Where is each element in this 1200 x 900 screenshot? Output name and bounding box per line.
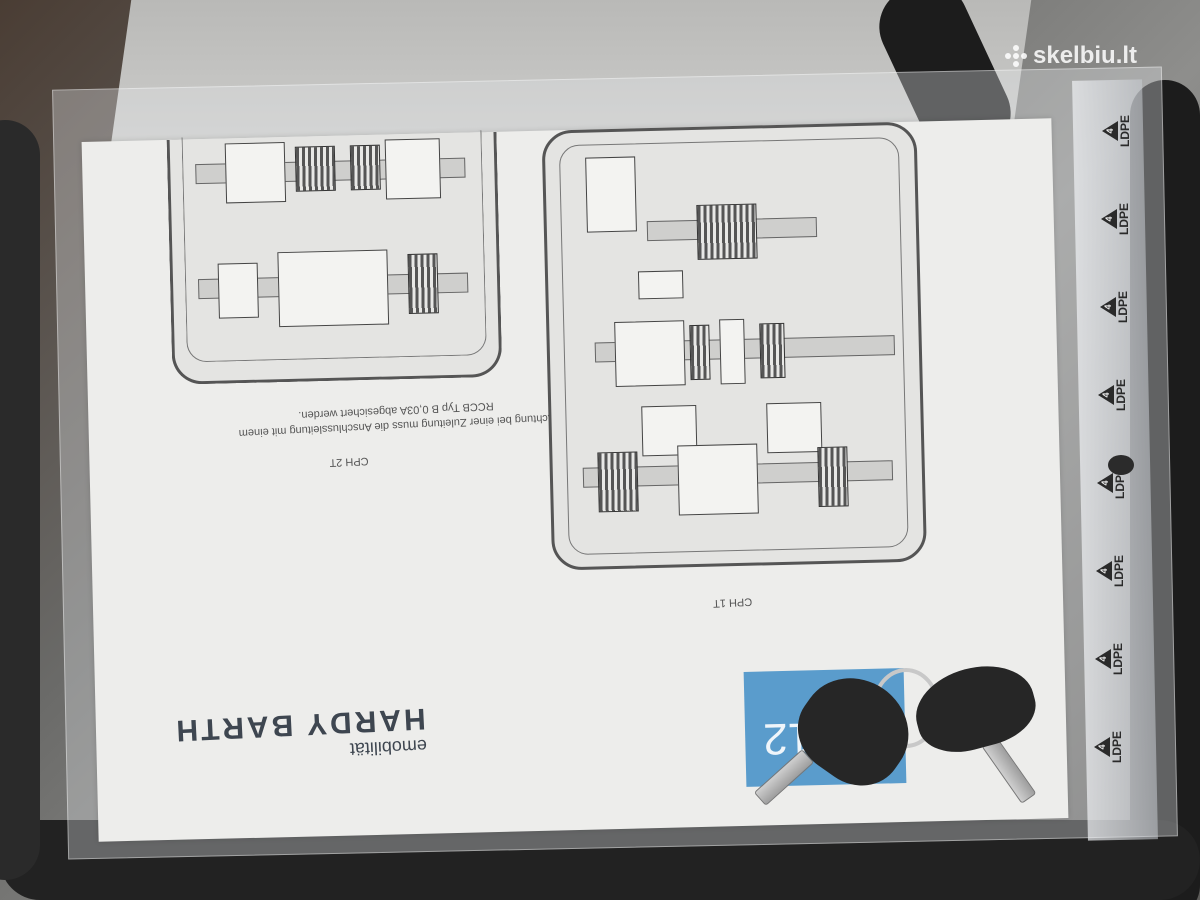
- diagram-caption-right: CPH 1T: [712, 595, 753, 610]
- terminal-strip: [759, 322, 786, 379]
- recycle-triangle-icon: 4: [1100, 209, 1117, 229]
- watermark-logo-icon: [1005, 45, 1027, 67]
- terminal-strip: [597, 451, 639, 513]
- component-box: [637, 270, 684, 300]
- recycle-label: LDPE: [1109, 731, 1124, 764]
- terminal-strip: [407, 253, 439, 315]
- recycle-triangle-icon: 4: [1102, 121, 1118, 141]
- contactor-block: [614, 320, 686, 387]
- terminal-strip: [349, 144, 381, 191]
- wiring-diagram-left: [166, 130, 503, 385]
- recycle-label: LDPE: [1118, 115, 1132, 148]
- brand-logo: emobilität HARDY BARTH: [173, 696, 428, 768]
- recycle-code: 4: [1103, 216, 1114, 222]
- contactor-block: [677, 443, 759, 516]
- terminal-strip: [689, 324, 711, 381]
- recycle-triangle-icon: 4: [1093, 737, 1110, 757]
- duct-box: [766, 401, 823, 454]
- recycle-code: 4: [1097, 656, 1108, 662]
- recycle-code: 4: [1099, 568, 1109, 574]
- recycle-label: LDPE: [1115, 291, 1130, 324]
- recycle-label: LDPE: [1114, 379, 1129, 412]
- cable: [0, 120, 40, 880]
- breaker-block: [719, 318, 746, 385]
- recycle-code: 4: [1100, 480, 1111, 486]
- terminal-strip: [294, 145, 336, 192]
- recycle-label: LDPE: [1110, 643, 1125, 676]
- recycle-triangle-icon: 4: [1097, 473, 1114, 493]
- watermark: skelbiu.lt: [1005, 40, 1190, 72]
- recycle-code: 4: [1096, 744, 1107, 750]
- bag-hang-hole: [1108, 455, 1134, 475]
- breaker-block: [384, 138, 442, 200]
- terminal-strip: [817, 446, 849, 508]
- breaker-block: [217, 262, 259, 319]
- recycle-triangle-icon: 4: [1098, 385, 1115, 405]
- breaker-block: [585, 156, 637, 233]
- breaker-block: [224, 141, 287, 204]
- recycle-triangle-icon: 4: [1094, 649, 1111, 669]
- wiring-diagram-right: [541, 121, 928, 571]
- recycle-code: 4: [1105, 128, 1115, 134]
- recycle-code: 4: [1102, 304, 1113, 310]
- recycle-triangle-icon: 4: [1096, 561, 1112, 581]
- diagram-caption-left: CPH 2T: [329, 454, 369, 469]
- recycle-triangle-icon: 4: [1099, 297, 1116, 317]
- recycle-label: LDPE: [1116, 203, 1131, 236]
- watermark-text: skelbiu.lt: [1033, 42, 1138, 69]
- recycle-code: 4: [1101, 392, 1112, 398]
- recycle-label: LDPE: [1112, 555, 1126, 588]
- contactor-block: [277, 249, 390, 328]
- terminal-strip: [696, 203, 758, 260]
